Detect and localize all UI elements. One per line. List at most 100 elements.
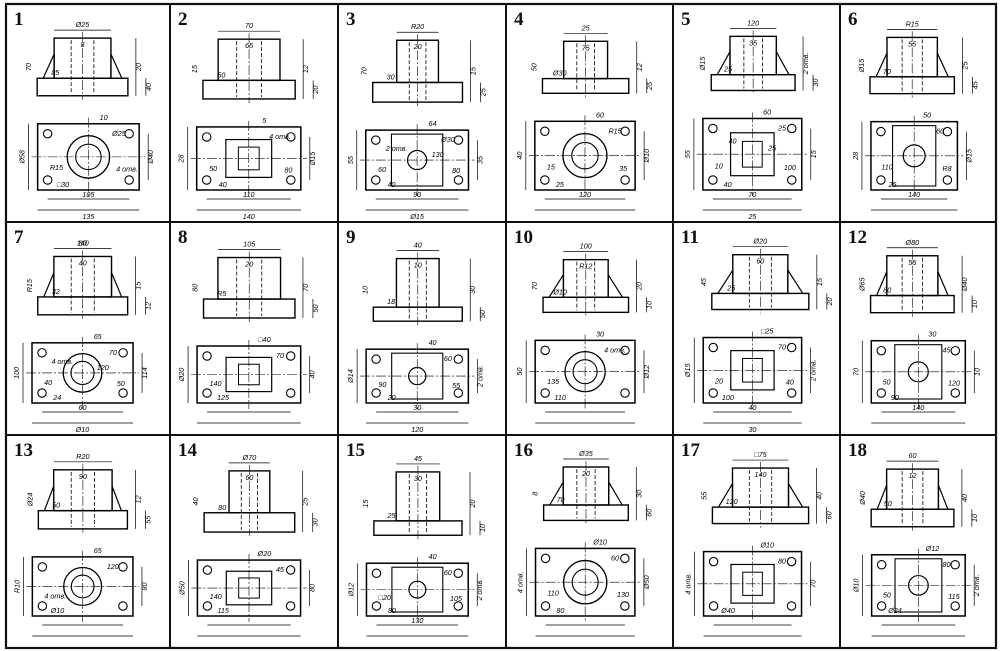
mounting-hole	[453, 354, 464, 364]
dimension-label: 60	[936, 127, 944, 136]
dimension-label: Ø70	[242, 453, 257, 462]
dimension-label: 4 отв.	[516, 571, 525, 593]
mounting-hole	[620, 175, 630, 185]
dimension-label: 55	[699, 491, 708, 500]
dimension-label: 4 отв.	[604, 345, 626, 354]
dimension-label: 24	[52, 393, 61, 402]
dimension-label: 25	[888, 180, 898, 189]
dimension-label: 114	[140, 367, 149, 378]
dimension-label: 45	[414, 454, 423, 463]
mounting-hole	[286, 132, 296, 142]
dimension-label: 30	[468, 286, 477, 294]
dimension-label: 20	[244, 260, 253, 269]
dimension-label: Ø12	[925, 544, 940, 553]
dimension-label: 60	[378, 165, 386, 174]
mounting-hole	[453, 601, 463, 611]
dimension-label: 50	[217, 70, 225, 79]
dimension-label: R10	[12, 580, 21, 593]
mounting-hole	[201, 175, 212, 185]
cell-number: 13	[14, 440, 33, 461]
rib-outline	[716, 49, 731, 75]
cell-number: 9	[346, 227, 356, 248]
dimension-label: 70	[360, 67, 369, 75]
mounting-hole	[371, 175, 381, 185]
dimension-label: 80	[556, 606, 564, 615]
dimension-label: 18	[387, 297, 395, 306]
dimension-label: 100	[784, 163, 796, 172]
dimension-label: 12	[635, 63, 644, 71]
mounting-hole	[708, 556, 719, 567]
dimension-label: 60	[644, 509, 653, 517]
mounting-hole	[371, 388, 381, 398]
rib-outline	[937, 271, 949, 296]
mounting-hole	[950, 601, 960, 611]
dimension-label: 120	[726, 497, 738, 506]
dimension-label: Ø10	[592, 537, 607, 546]
dimension-label: R20	[76, 452, 89, 461]
dimension-label: 15	[547, 162, 556, 171]
dimension-label: 55	[683, 149, 692, 158]
dimension-label: 25	[387, 511, 397, 520]
mounting-hole	[950, 345, 961, 356]
dimension-label: 50	[529, 63, 538, 71]
dimension-label: 15	[815, 277, 824, 286]
dimension-label: 50	[883, 377, 891, 386]
mounting-hole	[942, 126, 953, 137]
dimension-label: Ø15	[698, 56, 707, 72]
dimension-label: 35	[619, 164, 628, 173]
mounting-hole	[37, 388, 47, 398]
mounting-hole	[876, 175, 886, 185]
dimension-label: R15	[906, 19, 920, 28]
dimension-label: 90	[378, 380, 386, 389]
dimension-label: □75	[754, 450, 767, 459]
dimension-label: 70	[883, 67, 891, 76]
mounting-hole	[786, 556, 797, 567]
dimension-label: 40	[960, 494, 969, 502]
mounting-hole	[201, 132, 212, 142]
dimension-label: 70	[530, 282, 539, 290]
dimension-label: Ø24	[887, 606, 902, 615]
cell-number: 17	[681, 440, 700, 461]
dimension-label: R15	[608, 126, 622, 135]
dimension-label: 140	[243, 212, 255, 221]
cell-number: 16	[514, 440, 533, 461]
mounting-hole	[124, 175, 134, 185]
dimension-label: 115	[948, 592, 960, 601]
dimension-label: Ø15	[308, 151, 317, 167]
dimension-label: Ø15	[857, 58, 866, 74]
dimension-label: 15	[134, 281, 143, 290]
dimension-label: 20	[134, 63, 143, 72]
cell-number: 14	[178, 440, 197, 461]
dimension-label: 130	[617, 590, 629, 599]
mounting-hole	[118, 388, 128, 398]
dimension-label: 30	[928, 330, 936, 339]
dimension-label: 25	[478, 87, 487, 97]
dimension-label: 50	[52, 501, 60, 510]
dimension-label: Ø20	[257, 549, 272, 558]
cell-number: 10	[514, 227, 533, 248]
dimension-label: 100	[722, 393, 734, 402]
dimension-label: 2 отв.	[972, 575, 981, 598]
rib-outline	[43, 272, 55, 298]
hole-circle	[908, 574, 929, 596]
mounting-hole	[453, 388, 464, 398]
dimension-label: 140	[908, 190, 920, 199]
dimension-label: 70	[109, 348, 117, 357]
dimension-label: 28	[177, 154, 186, 163]
dimension-label: 2 отв.	[385, 144, 408, 153]
dimension-label: 12	[133, 495, 142, 503]
mounting-hole	[285, 388, 296, 398]
cell-number: 1	[14, 9, 24, 30]
dimension-label: 65	[94, 332, 103, 341]
dimension-label: Ø35	[578, 449, 594, 458]
cell-number: 8	[178, 227, 188, 248]
dimension-label: □25	[761, 327, 774, 336]
mounting-hole	[708, 342, 718, 353]
dimension-label: 25	[777, 123, 787, 132]
dimension-label: 55	[143, 515, 152, 524]
mounting-hole	[285, 601, 296, 611]
